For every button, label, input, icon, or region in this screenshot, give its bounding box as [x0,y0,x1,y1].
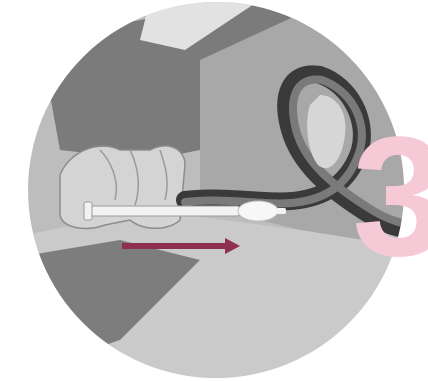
syringe-plunger [84,202,92,220]
syringe-nozzle [276,208,286,214]
syringe-tip [238,201,278,221]
syringe-barrel [90,206,240,216]
step-number: 3 [352,102,428,292]
